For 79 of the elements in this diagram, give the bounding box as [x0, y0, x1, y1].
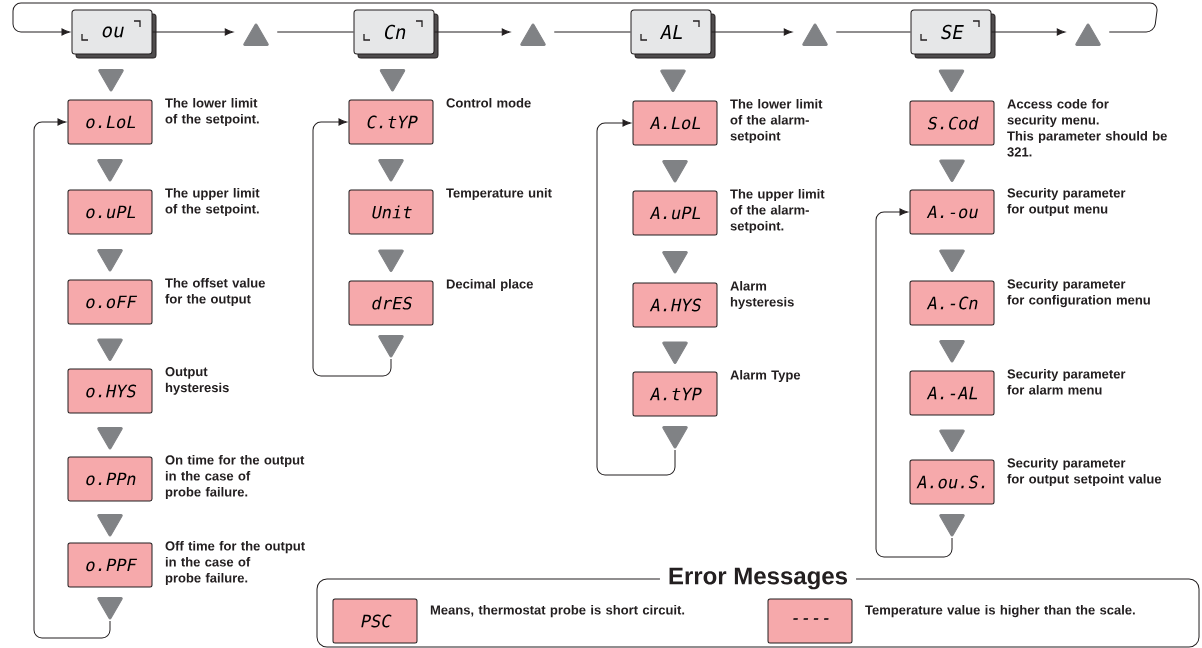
arrow — [12, 2, 1158, 36]
description: The lower limit of the setpoint. — [165, 98, 259, 127]
down-triangle — [97, 427, 123, 450]
description: On time for the output in the case of probe failure. — [165, 455, 305, 500]
description: Control mode — [446, 98, 531, 108]
down-triangle — [938, 69, 965, 92]
down-triangle — [939, 429, 965, 452]
display-box: PSC — [332, 598, 418, 644]
up-triangle — [1075, 23, 1101, 46]
down-triangle — [97, 249, 123, 272]
loop-arrow — [875, 208, 953, 558]
display-box: A.-Cn — [909, 280, 995, 326]
down-triangle — [939, 249, 965, 272]
down-triangle — [660, 69, 686, 92]
down-triangle — [97, 159, 123, 182]
display-box: A.-ou — [909, 189, 995, 235]
display-box: o.LoL — [67, 99, 153, 145]
display-box: o.PPF — [67, 542, 153, 588]
menu-display: SE — [910, 9, 996, 59]
description: The lower limit of the alarm-setpoint — [730, 99, 823, 144]
up-triangle — [243, 23, 269, 46]
loop-arrow — [33, 118, 111, 639]
arrow — [434, 28, 511, 36]
display-box: o.oFF — [67, 279, 153, 325]
description: Temperature value is higher than the scale. — [865, 605, 1135, 618]
display-box: S.Cod — [909, 100, 995, 146]
arrow — [991, 28, 1066, 36]
display-box: A.ou.S. — [909, 459, 995, 505]
loop-arrow — [312, 118, 392, 377]
down-triangle — [662, 160, 688, 183]
display-box: drES — [348, 280, 434, 326]
down-triangle — [378, 249, 404, 272]
description: Alarm Type — [730, 370, 801, 383]
down-triangle — [662, 426, 688, 449]
description: Means, thermostat probe is short circuit. — [430, 605, 685, 618]
down-triangle — [98, 69, 124, 92]
description: Temperature unit — [446, 188, 552, 201]
down-triangle — [379, 69, 406, 92]
description: Security parameter for alarm menu — [1007, 369, 1126, 395]
down-triangle — [662, 251, 688, 274]
description: Access code for security menu. This parameter should be 321. — [1007, 99, 1167, 157]
display-box: C.tYP — [348, 99, 434, 145]
display-box: ---- — [767, 598, 853, 644]
display-box: A.uPL — [632, 190, 718, 236]
description: Security parameter for output menu — [1007, 188, 1126, 217]
down-triangle — [378, 335, 404, 358]
description: Security parameter for configuration menu — [1007, 279, 1150, 308]
down-triangle — [662, 341, 688, 364]
description: The offset value for the output — [165, 278, 265, 307]
down-triangle — [97, 514, 123, 537]
down-triangle — [939, 340, 965, 363]
down-triangle — [939, 514, 965, 537]
description: Decimal place — [446, 279, 533, 292]
down-triangle — [939, 159, 965, 182]
up-triangle — [520, 23, 546, 46]
display-box: A.HYS — [632, 282, 718, 328]
menu-display: Cn — [353, 9, 439, 59]
menu-display: AL — [630, 9, 716, 59]
arrow — [711, 28, 793, 36]
up-triangle — [802, 23, 828, 46]
description: Alarm hysteresis — [730, 281, 794, 310]
display-box: A.-AL — [909, 370, 995, 416]
description: Off time for the output in the case of probe failure. — [165, 541, 305, 586]
arrow — [152, 28, 234, 36]
description: Output hysteresis — [165, 367, 229, 395]
down-triangle — [97, 597, 123, 620]
down-triangle — [97, 338, 123, 361]
display-box: o.PPn — [67, 456, 153, 502]
display-box: A.LoL — [632, 100, 718, 146]
menu-display: ou — [71, 9, 157, 59]
display-box: o.uPL — [67, 189, 153, 235]
description: The upper limit of the alarm-setpoint. — [730, 189, 825, 234]
display-box: o.HYS — [67, 368, 153, 414]
loop-arrow — [596, 119, 676, 476]
down-triangle — [378, 159, 404, 182]
display-box: Unit — [348, 189, 434, 235]
description: The upper limit of the setpoint. — [165, 188, 260, 217]
description: Security parameter for output setpoint value — [1007, 458, 1162, 487]
display-box: A.tYP — [632, 371, 718, 417]
